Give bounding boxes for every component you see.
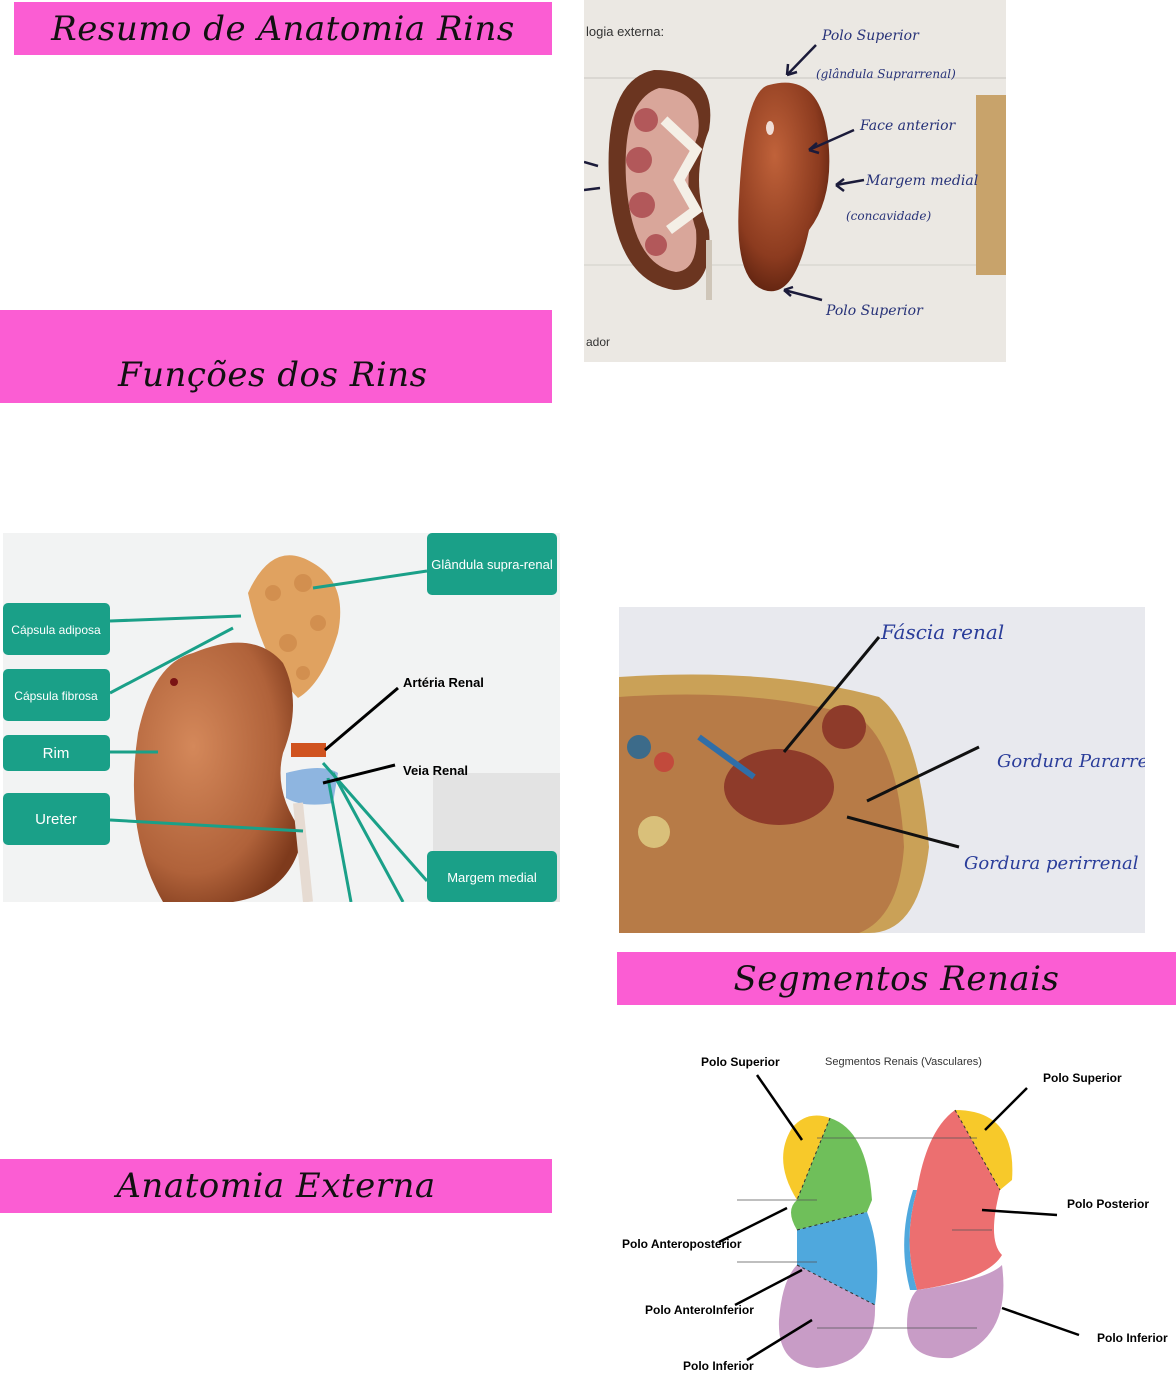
title-banner: Resumo de Anatomia Rins: [14, 2, 552, 55]
label-capsula-adiposa: Cápsula adiposa: [11, 623, 101, 637]
kidney-cross-section: [724, 749, 834, 825]
label-box-margem-medial: [427, 851, 557, 902]
funcoes-heading: Funções dos Rins: [118, 355, 428, 395]
label-veia-renal: Veia Renal: [403, 763, 468, 778]
renal-vein-shape: [286, 768, 338, 805]
label-arteria-renal: Artéria Renal: [403, 675, 484, 690]
segment-inferior-right: [907, 1265, 1004, 1359]
renal-fascia-photo: Fáscia renal Gordura Pararrenal Gordura …: [619, 607, 1145, 933]
funcoes-banner: Funções dos Rins: [0, 310, 552, 403]
kidney-photo-external: logia externa: ador Polo Superior (glând…: [584, 0, 1006, 362]
segment-anterosuperior-left: [791, 1118, 872, 1230]
anatomia-externa-heading: Anatomia Externa: [116, 1166, 436, 1206]
label-polo-superior-left: Polo Superior: [701, 1055, 780, 1069]
segment-posterior-right: [909, 1110, 1002, 1290]
kidney-shape: [133, 642, 303, 902]
kidney-photo-svg: logia externa: ador Polo Superior (glând…: [584, 0, 1006, 362]
renal-segments-diagram: Segmentos Renais (Vasculares): [617, 1040, 1176, 1396]
segment-superior-right: [955, 1110, 1013, 1190]
renal-segments-svg: Segmentos Renais (Vasculares): [622, 1055, 1168, 1373]
label-polo-anteroposterior: Polo Anteroposterior: [622, 1237, 742, 1251]
label-glandula: Glândula supra-renal: [431, 557, 553, 572]
note-gordura-perirrenal: Gordura perirrenal: [964, 853, 1139, 874]
note-glandula: (glândula Suprarrenal): [816, 67, 956, 81]
label-polo-inferior-right: Polo Inferior: [1097, 1331, 1168, 1345]
kidney-capsule-svg: Glândula supra-renal Cápsula adiposa Cáp…: [3, 533, 560, 902]
note-polo-bottom: Polo Superior: [825, 303, 924, 319]
note-face-anterior: Face anterior: [859, 118, 957, 134]
photo-header-text: logia externa:: [586, 24, 664, 39]
label-polo-posterior: Polo Posterior: [1067, 1197, 1149, 1211]
anatomia-externa-banner: Anatomia Externa: [0, 1159, 552, 1213]
note-fascia: Fáscia renal: [880, 620, 1004, 644]
segmentos-heading: Segmentos Renais: [733, 958, 1060, 999]
note-gordura-pararrenal: Gordura Pararrenal: [997, 751, 1145, 772]
photo-footer-text: ador: [586, 335, 610, 349]
label-box-capsula-fibrosa: [3, 669, 110, 721]
label-box-ureter: [3, 793, 110, 845]
left-kidney-segments: [778, 1115, 878, 1368]
kidney-whole-shape: [738, 82, 830, 292]
page-title: Resumo de Anatomia Rins: [51, 8, 515, 49]
right-kidney-segments: [904, 1109, 1013, 1359]
label-margem-medial: Margem medial: [447, 870, 537, 885]
label-polo-inferior-left: Polo Inferior: [683, 1359, 754, 1373]
segment-superior-left: [783, 1115, 830, 1200]
label-box-rim: [3, 735, 110, 771]
note-concavidade: (concavidade): [846, 209, 931, 223]
segment-inferior-left: [778, 1265, 876, 1368]
note-margem-medial: Margem medial: [865, 173, 978, 189]
label-polo-anteroinferior: Polo AnteroInferior: [645, 1303, 754, 1317]
label-capsula-fibrosa: Cápsula fibrosa: [14, 689, 98, 703]
segment-anteroinferior-left: [797, 1212, 878, 1305]
renal-fascia-svg: Fáscia renal Gordura Pararrenal Gordura …: [619, 607, 1145, 933]
segmentos-banner: Segmentos Renais: [617, 952, 1176, 1005]
label-polo-superior-right: Polo Superior: [1043, 1071, 1122, 1085]
label-box-glandula: [427, 533, 557, 595]
kidney-capsule-diagram: Glândula supra-renal Cápsula adiposa Cáp…: [3, 533, 560, 902]
segment-anterior-edge-right: [904, 1190, 917, 1290]
segments-diagram-title: Segmentos Renais (Vasculares): [825, 1056, 982, 1068]
label-ureter: Ureter: [35, 811, 77, 828]
label-box-capsula-adiposa: [3, 603, 110, 655]
note-polo-superior: Polo Superior: [821, 28, 920, 44]
label-rim: Rim: [43, 745, 70, 762]
